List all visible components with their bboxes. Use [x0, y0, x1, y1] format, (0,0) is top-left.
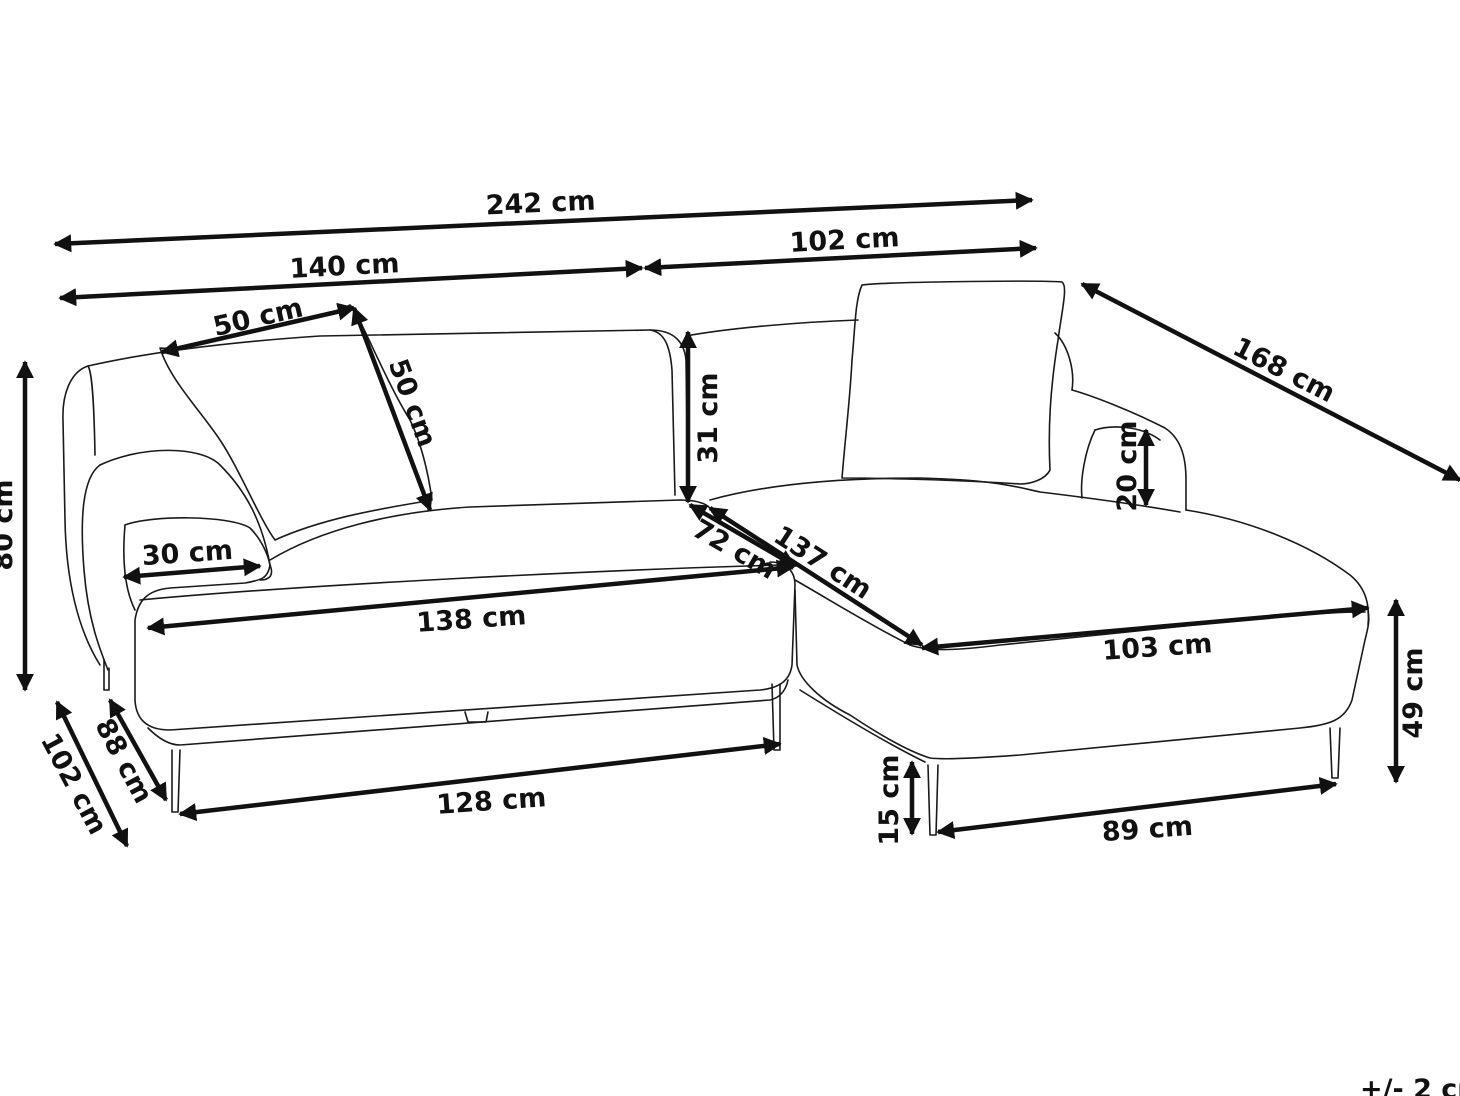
- label-seat-width: 138 cm: [416, 600, 528, 639]
- left-armrest-top: [99, 449, 271, 566]
- chaise-seat-right: [1185, 509, 1370, 626]
- chaise-front-leg: [927, 764, 939, 836]
- chaise-seat-back: [709, 477, 1181, 513]
- label-seat-height: 49 cm: [1398, 647, 1429, 738]
- back-right-edge: [649, 329, 676, 496]
- arrow-cushion-width: [160, 302, 356, 358]
- left-seat-top-edge: [139, 564, 781, 601]
- label-cushion-width: 50 cm: [210, 292, 306, 343]
- label-total-height: 80 cm: [0, 479, 19, 570]
- label-total-width: 242 cm: [485, 186, 596, 222]
- arrow-chaise-seat-length: [708, 506, 924, 647]
- label-sofa-width: 140 cm: [289, 248, 400, 285]
- left-seat-front: [134, 561, 796, 731]
- left-back-inner: [87, 365, 96, 456]
- arrow-chaise-seat-width: [920, 600, 1370, 656]
- arrow-chaise-base-width: [936, 777, 1338, 839]
- dimension-arrows: [16, 191, 1460, 848]
- arrow-chaise-width: [643, 239, 1038, 277]
- left-front-leg: [171, 749, 181, 813]
- left-back-rear: [62, 365, 101, 666]
- left-pillow: [159, 304, 433, 541]
- left-back-leg: [103, 659, 110, 691]
- left-seat-cushion-back: [269, 499, 713, 561]
- label-chaise-width: 102 cm: [789, 222, 900, 259]
- arrow-sofa-depth-total: [54, 700, 130, 848]
- right-pillow: [841, 280, 1066, 485]
- left-mid-leg: [771, 683, 781, 751]
- label-armrest-height: 20 cm: [1112, 420, 1143, 511]
- sofa-back-top: [87, 329, 689, 501]
- left-armrest-inner-a: [123, 524, 136, 611]
- chaise-right-leg: [1329, 727, 1341, 779]
- arrow-cushion-height: [351, 306, 433, 512]
- label-leg-height: 15 cm: [874, 754, 905, 845]
- arrow-seat-width: [146, 559, 795, 636]
- left-armrest-front: [81, 464, 109, 671]
- arrow-sofa-width: [58, 259, 644, 307]
- base-handle: [464, 711, 489, 723]
- left-base-line: [147, 679, 789, 746]
- chaise-base-line: [799, 689, 926, 763]
- arrow-base-length: [178, 736, 782, 822]
- chaise-armrest-inner: [1080, 429, 1096, 499]
- arrow-chaise-depth: [1080, 282, 1460, 482]
- label-back-height: 31 cm: [693, 372, 724, 463]
- label-chaise-seat-length: 137 cm: [768, 520, 877, 606]
- chaise-back-top: [685, 319, 859, 337]
- label-armrest-width: 30 cm: [141, 535, 234, 572]
- label-base-length: 128 cm: [436, 782, 548, 821]
- label-chaise-base-width: 89 cm: [1101, 811, 1194, 848]
- arrow-total-width: [53, 191, 1034, 253]
- label-chaise-seat-width: 103 cm: [1102, 628, 1214, 667]
- tolerance-note: +/- 2 cm: [1360, 1074, 1460, 1096]
